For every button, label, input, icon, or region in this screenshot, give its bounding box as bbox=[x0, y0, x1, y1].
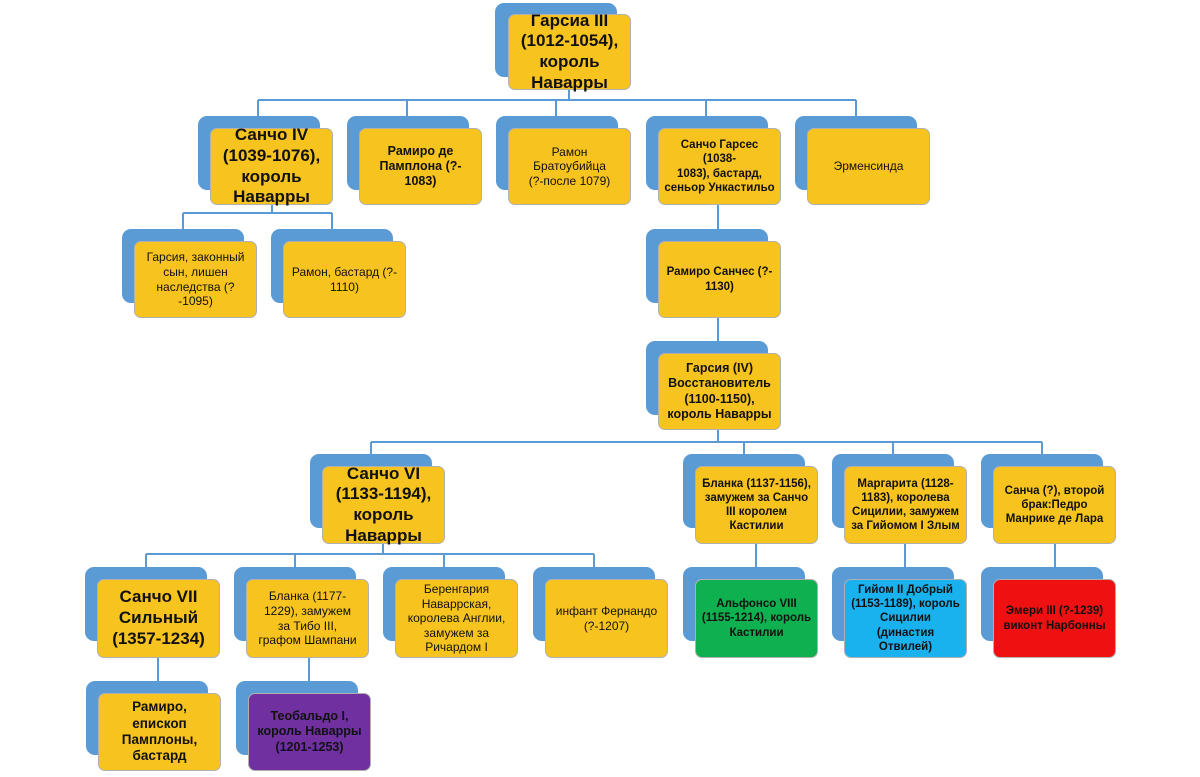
node-label: Гарсия, законный сын, лишен наследства (… bbox=[146, 250, 245, 309]
node-label: Санчо VII Сильный (1357-1234) bbox=[112, 587, 205, 648]
node-label: Эрменсинда bbox=[833, 159, 904, 174]
node-label: Гийом II Добрый (1153-1189), король Сици… bbox=[851, 584, 960, 653]
node-label: Беренгария Наваррская, королева Англии, … bbox=[407, 581, 506, 655]
node-label: инфант Фернандо (?-1207) bbox=[555, 603, 658, 633]
node-label: Рамон Братоубийца (?-после 1079) bbox=[528, 144, 611, 188]
node-label: Бланка (1137-1156), замужем за Санчо III… bbox=[702, 477, 811, 533]
node-label: Гарсия (IV) Восстановитель (1100-1150), … bbox=[667, 361, 772, 421]
node-label: Санчо IV (1039-1076), король Наварры bbox=[222, 125, 321, 207]
node-label: Эмери III (?-1239) виконт Нарбонны bbox=[1003, 605, 1106, 632]
node-label: Рамиро де Памплона (?- 1083) bbox=[379, 143, 462, 189]
node-label: Рамиро Санчес (?- 1130) bbox=[666, 266, 773, 293]
node-label: Маргарита (1128- 1183), королева Сицилии… bbox=[851, 477, 960, 533]
node-label: Гарсиа III (1012-1054), король Наварры bbox=[520, 10, 619, 92]
node-label: Теобальдо I, король Наварры (1201-1253) bbox=[257, 709, 362, 754]
node-label: Альфонсо VIII (1155-1214), король Кастил… bbox=[701, 598, 812, 639]
node-label: Рамон, бастард (?- 1110) bbox=[291, 264, 398, 294]
node-label: Бланка (1177- 1229), замужем за Тибо III… bbox=[258, 589, 357, 648]
node-label: Санчо Гарсес (1038- 1083), бастард, сень… bbox=[664, 139, 775, 194]
node-label: Санчо VI (1133-1194), король Наварры bbox=[335, 463, 432, 545]
node-label: Рамиро, епископ Памплоны, бастард bbox=[121, 699, 198, 764]
node-label: Санча (?), второй брак:Педро Манрике де … bbox=[1004, 484, 1105, 525]
